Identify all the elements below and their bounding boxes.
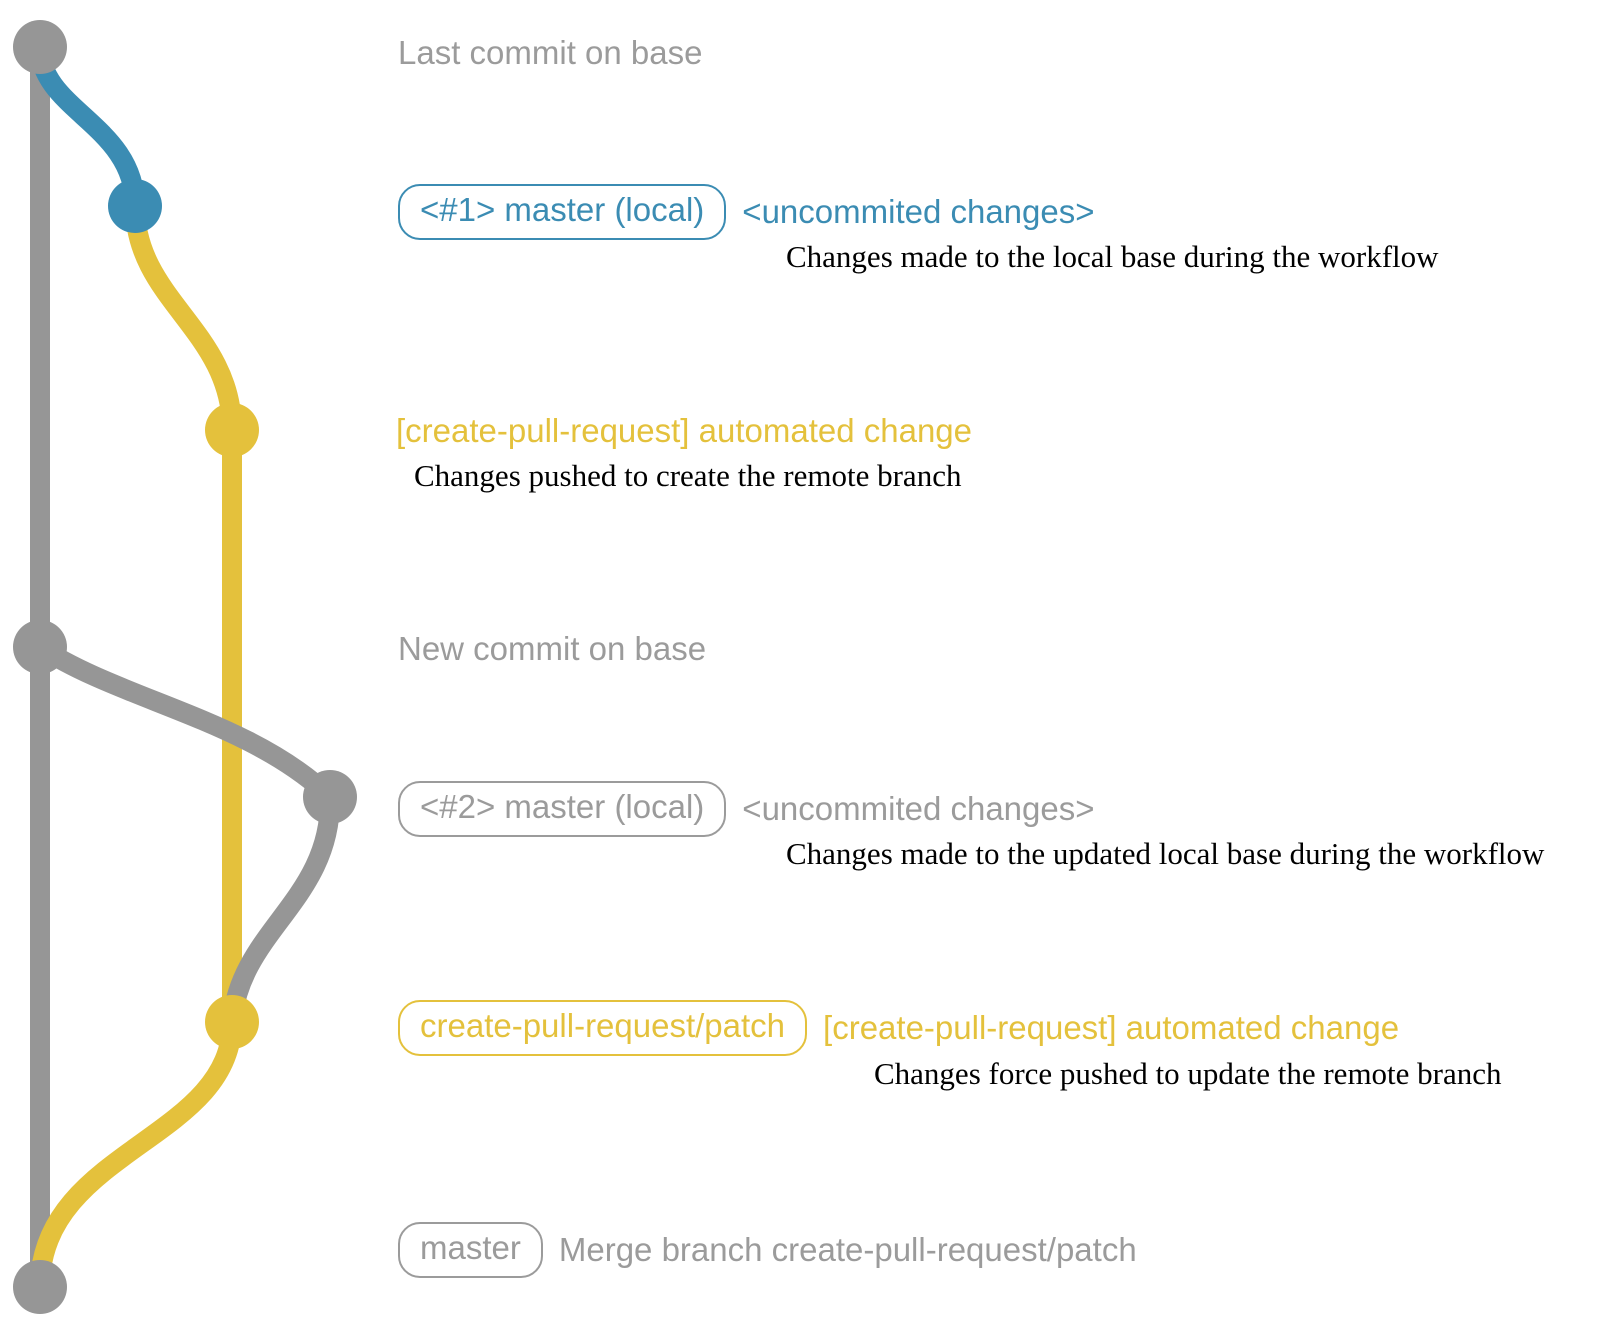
- edge-local-1-to-patch-1: [125, 196, 242, 440]
- ref-badge-create-pull-request-patch[interactable]: create-pull-request/patch: [398, 1000, 808, 1056]
- ref-badge-master-local-2[interactable]: <#2> master (local): [398, 781, 727, 837]
- commit-row-merge: master Merge branch create-pull-request/…: [398, 1222, 1137, 1278]
- commit-note-automated-1: Changes pushed to create the remote bran…: [414, 458, 962, 493]
- commit-row-local-1: <#1> master (local) <uncommited changes>: [398, 184, 1095, 240]
- commit-row-local-2: <#2> master (local) <uncommited changes>: [398, 781, 1095, 837]
- commit-note-automated-2: Changes force pushed to update the remot…: [874, 1056, 1502, 1091]
- edge-patch-2-to-merge: [30, 1012, 242, 1297]
- commit-subject-local-2: <uncommited changes>: [742, 790, 1095, 828]
- edge-merge-node-to-patch-2: [222, 787, 341, 1032]
- commit-subject-local-1: <uncommited changes>: [742, 193, 1095, 231]
- commit-subject-automated-1: [create-pull-request] automated change: [396, 412, 973, 449]
- commit-row-automated-2: create-pull-request/patch [create-pull-r…: [398, 1000, 1399, 1056]
- commit-node-automated-1[interactable]: [205, 403, 259, 457]
- commit-node-new-base[interactable]: [13, 620, 67, 674]
- commit-subject-merge: Merge branch create-pull-request/patch: [558, 1231, 1137, 1269]
- commit-node-local-1[interactable]: [108, 179, 162, 233]
- commit-node-local-2[interactable]: [303, 770, 357, 824]
- commit-subject-new-base: New commit on base: [398, 630, 707, 667]
- commit-note-local-2: Changes made to the updated local base d…: [786, 836, 1545, 871]
- edge-newbase-to-merge-node: [30, 637, 340, 807]
- ref-badge-master-local-1[interactable]: <#1> master (local): [398, 184, 727, 240]
- commit-node-last-base[interactable]: [13, 20, 67, 74]
- commit-node-automated-2[interactable]: [205, 995, 259, 1049]
- ref-badge-master[interactable]: master: [398, 1222, 543, 1278]
- commit-node-merge[interactable]: [13, 1260, 67, 1314]
- commit-subject-automated-2: [create-pull-request] automated change: [823, 1009, 1400, 1047]
- commit-note-local-1: Changes made to the local base during th…: [786, 239, 1439, 274]
- commit-subject-last-base: Last commit on base: [398, 34, 703, 71]
